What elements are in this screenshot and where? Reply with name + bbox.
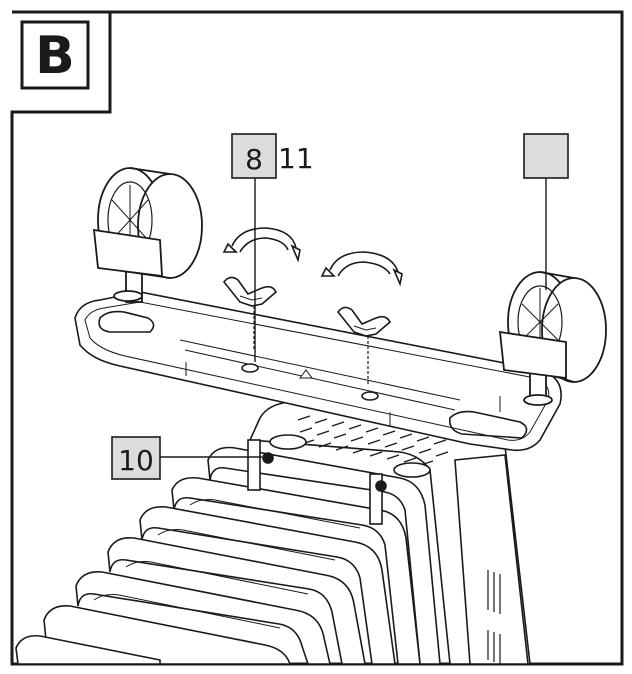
panel-letter: B [35, 26, 75, 86]
panel-letter-box: B [20, 20, 90, 90]
rotation-arrow-right [320, 251, 403, 287]
vent-slots [297, 415, 449, 466]
heater-body [15, 401, 531, 665]
letter-box-inner [12, 10, 112, 112]
wing-nut-left [222, 276, 277, 350]
caster-wheel-right [498, 271, 607, 406]
caster-wheel-left [92, 167, 203, 303]
mount-hole-left [262, 452, 274, 464]
callout-caster [523, 133, 569, 290]
side-vents [487, 570, 501, 664]
caster-bracket [74, 291, 562, 452]
radiator-fins [15, 446, 441, 665]
callout-label-11: 11 [278, 142, 314, 175]
wing-nut-right [336, 306, 391, 384]
callout-label-8: 8 [245, 143, 263, 176]
callout-wing-nut: 8 11 [231, 133, 314, 362]
rotation-arrow-left [222, 227, 301, 263]
callout-label-10: 10 [118, 444, 154, 477]
mount-hole-right [375, 480, 387, 492]
callout-bracket-post: 10 [111, 436, 262, 480]
